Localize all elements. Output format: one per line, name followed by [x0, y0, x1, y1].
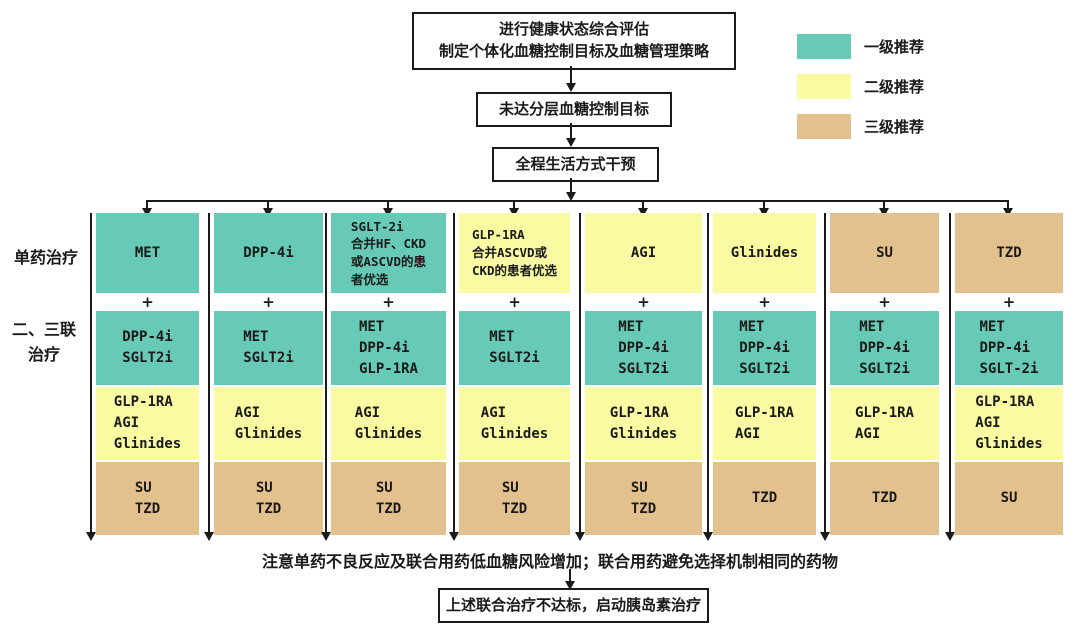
therapy-column: TZD + MET DPP-4i SGLT-2i GLP-1RA AGI Gli… — [945, 213, 1063, 541]
combo-tier1-box: MET DPP-4i GLP-1RA — [331, 311, 446, 385]
plus-sign: + — [508, 293, 521, 311]
combo-tier3-box: SU TZD — [459, 462, 570, 535]
arrow-down — [566, 66, 576, 92]
monotherapy-box: Glinides — [713, 213, 816, 293]
therapy-column: SGLT-2i 合并HF、CKD 或ASCVD的患 者优选 + MET DPP-… — [321, 213, 446, 541]
combo-tier3-box: SU TZD — [331, 462, 446, 535]
combo-tier3-box: TZD — [830, 462, 939, 535]
therapy-column: Glinides + MET DPP-4i SGLT2i GLP-1RA AGI… — [703, 213, 816, 541]
insulin-therapy-box: 上述联合治疗不达标，启动胰岛素治疗 — [438, 588, 709, 623]
legend-label: 三级推荐 — [864, 118, 925, 136]
column-flow-arrow — [575, 213, 585, 541]
tier1-swatch — [797, 34, 851, 59]
monotherapy-box: MET — [96, 213, 199, 293]
combo-tier1-box: MET SGLT2i — [459, 311, 570, 385]
tier2-swatch — [797, 74, 851, 99]
plus-sign: + — [382, 293, 395, 311]
column-flow-arrow — [204, 213, 214, 541]
combo-tier2-box: AGI Glinides — [459, 387, 570, 460]
monotherapy-box: SU — [830, 213, 939, 293]
monotherapy-box: GLP-1RA 合并ASCVD或 CKD的患者优选 — [459, 213, 570, 293]
arrow-down — [565, 569, 575, 590]
combo-tier3-box: SU TZD — [96, 462, 199, 535]
combo-tier3-box: TZD — [713, 462, 816, 535]
legend-label: 一级推荐 — [864, 38, 925, 56]
arrow-down — [142, 201, 152, 217]
column-flow-arrow — [449, 213, 459, 541]
assessment-box: 进行健康状态综合评估 制定个体化血糖控制目标及血糖管理策略 — [412, 12, 736, 70]
plus-sign: + — [758, 293, 771, 311]
combo-tier2-box: AGI Glinides — [331, 387, 446, 460]
therapy-column: GLP-1RA 合并ASCVD或 CKD的患者优选 + MET SGLT2i A… — [449, 213, 570, 541]
glycemic-target-box: 未达分层血糖控制目标 — [476, 92, 672, 127]
combo-tier1-box: MET DPP-4i SGLT2i — [585, 311, 702, 385]
combo-tier2-box: GLP-1RA AGI Glinides — [955, 387, 1063, 460]
plus-sign: + — [878, 293, 891, 311]
combo-tier1-box: MET SGLT2i — [214, 311, 323, 385]
column-flow-arrow — [820, 213, 830, 541]
combo-tier1-box: MET DPP-4i SGLT2i — [713, 311, 816, 385]
tier3-swatch — [797, 114, 851, 139]
arrow-down — [509, 201, 519, 217]
monotherapy-box: TZD — [955, 213, 1063, 293]
row-label-combination: 二、三联 治疗 — [11, 320, 76, 364]
legend-item: 二级推荐 — [797, 74, 924, 99]
monotherapy-box: SGLT-2i 合并HF、CKD 或ASCVD的患 者优选 — [331, 213, 446, 293]
therapy-column: DPP-4i + MET SGLT2i AGI Glinides SU TZD — [204, 213, 323, 541]
monotherapy-box: DPP-4i — [214, 213, 323, 293]
column-flow-arrow — [945, 213, 955, 541]
branch-line — [146, 200, 1009, 202]
legend-item: 三级推荐 — [797, 114, 924, 139]
therapy-column: MET + DPP-4i SGLT2i GLP-1RA AGI Glinides… — [86, 213, 199, 541]
plus-sign: + — [1002, 293, 1016, 311]
plus-sign: + — [141, 293, 154, 311]
combo-tier2-box: GLP-1RA AGI — [830, 387, 939, 460]
caution-note: 注意单药不良反应及联合用药低血糖风险增加；联合用药避免选择机制相同的药物 — [261, 552, 838, 571]
therapy-column: AGI + MET DPP-4i SGLT2i GLP-1RA Glinides… — [575, 213, 702, 541]
arrow-down — [566, 123, 576, 147]
arrow-down — [759, 201, 769, 217]
plus-sign: + — [262, 293, 275, 311]
arrow-down — [383, 201, 393, 217]
plus-sign: + — [637, 293, 650, 311]
combo-tier2-box: GLP-1RA AGI Glinides — [96, 387, 199, 460]
legend-label: 二级推荐 — [864, 78, 925, 96]
arrow-down — [566, 178, 576, 201]
combo-tier3-box: SU TZD — [585, 462, 702, 535]
combo-tier3-box: SU TZD — [214, 462, 323, 535]
combo-tier2-box: GLP-1RA AGI — [713, 387, 816, 460]
monotherapy-box: AGI — [585, 213, 702, 293]
combo-tier2-box: GLP-1RA Glinides — [585, 387, 702, 460]
arrow-down — [1003, 201, 1013, 217]
combo-tier3-box: SU — [955, 462, 1063, 535]
row-label-monotherapy: 单药治疗 — [13, 248, 78, 267]
arrow-down — [263, 201, 273, 217]
combo-tier1-box: MET DPP-4i SGLT-2i — [955, 311, 1063, 385]
lifestyle-box: 全程生活方式干预 — [492, 147, 659, 182]
therapy-column: SU + MET DPP-4i SGLT2i GLP-1RA AGI TZD — [820, 213, 939, 541]
arrow-down — [879, 201, 889, 217]
column-flow-arrow — [321, 213, 331, 541]
arrow-down — [638, 201, 648, 217]
combo-tier2-box: AGI Glinides — [214, 387, 323, 460]
combo-tier1-box: DPP-4i SGLT2i — [96, 311, 199, 385]
legend-item: 一级推荐 — [797, 34, 924, 59]
column-flow-arrow — [703, 213, 713, 541]
column-flow-arrow — [86, 213, 96, 541]
combo-tier1-box: MET DPP-4i SGLT2i — [830, 311, 939, 385]
